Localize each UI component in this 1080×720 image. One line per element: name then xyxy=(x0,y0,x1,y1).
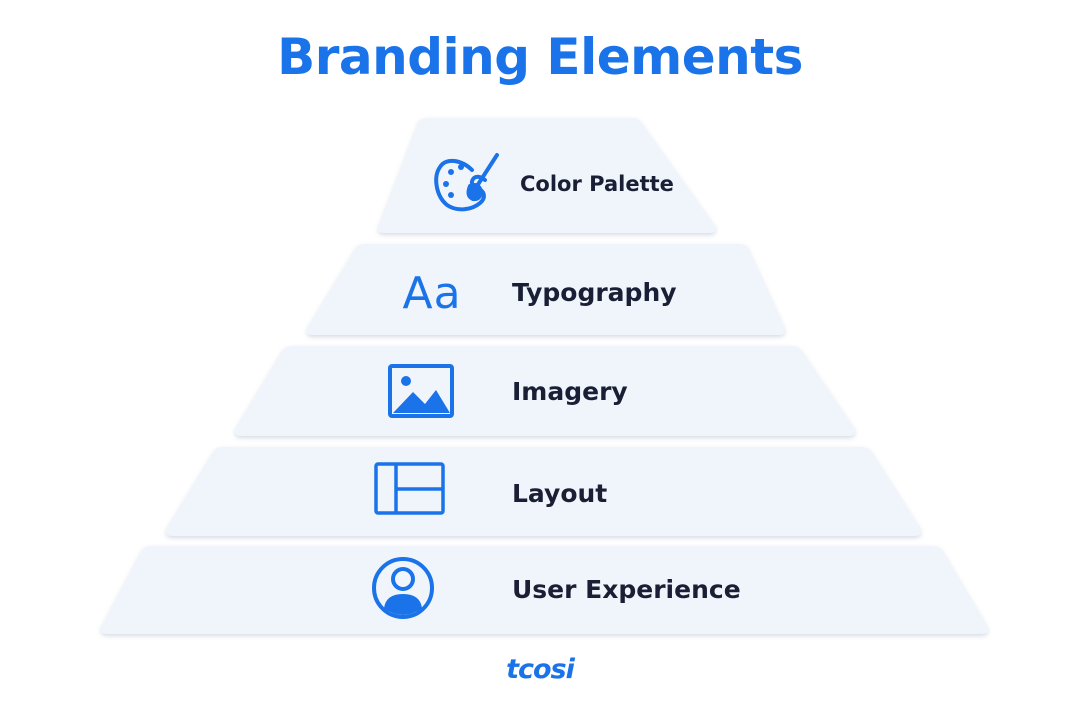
tier-label-typography: Typography xyxy=(512,278,677,307)
tier-label-imagery: Imagery xyxy=(512,377,628,406)
pyramid-tier-layout xyxy=(165,447,922,536)
pyramid-tier-color-palette xyxy=(378,118,716,233)
pyramid-tier-typography xyxy=(306,244,785,335)
pyramid-tier-user-experience xyxy=(100,546,989,634)
palette-icon xyxy=(434,153,499,212)
page-title: Branding Elements xyxy=(277,28,803,86)
user-icon xyxy=(372,557,434,619)
tier-label-user-experience: User Experience xyxy=(512,575,741,604)
brand-logo: tcosi xyxy=(506,654,575,685)
typography-icon: Aa xyxy=(402,268,461,319)
tier-label-layout: Layout xyxy=(512,479,608,508)
layout-icon xyxy=(374,462,445,515)
image-icon xyxy=(388,364,454,418)
tier-label-color-palette: Color Palette xyxy=(520,172,674,196)
